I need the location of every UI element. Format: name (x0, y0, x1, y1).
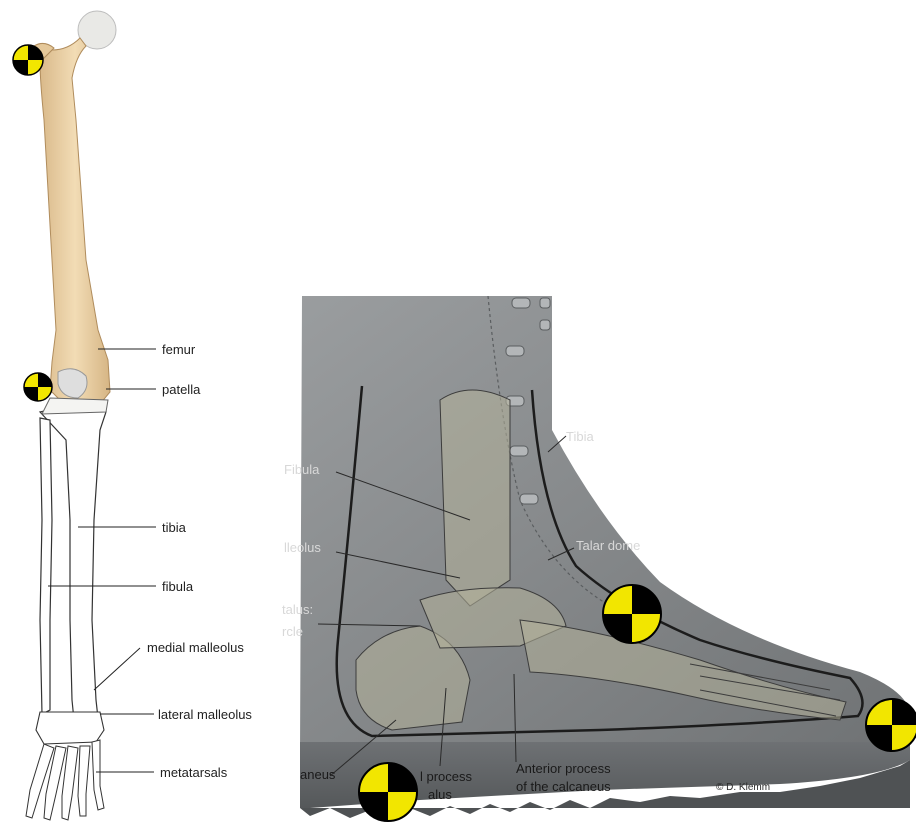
label-metatarsals: metatarsals (160, 765, 228, 780)
boot-label-talus-1: talus: (282, 602, 313, 617)
boot-tibia-bone (440, 390, 510, 606)
target-marker-ankle (603, 585, 661, 643)
label-femur: femur (162, 342, 196, 357)
label-fibula: fibula (162, 579, 194, 594)
target-marker-toe (866, 699, 916, 751)
boot-label-process-1: l process (420, 769, 473, 784)
boot-illustration: Tibia Fibula lleolus talus: rcle Talar d… (282, 296, 910, 818)
label-medial-malleolus: medial malleolus (147, 640, 244, 655)
boot-label-calcaneus: aneus (300, 767, 336, 782)
label-lateral-malleolus: lateral malleolus (158, 707, 252, 722)
boot-credit: © D. Klemm (716, 782, 770, 793)
label-tibia: tibia (162, 520, 187, 535)
label-patella: patella (162, 382, 201, 397)
boot-label-anterior-1: Anterior process (516, 761, 611, 776)
target-marker-hip (13, 45, 43, 75)
ankle-bones (36, 712, 104, 744)
leg-skeleton (26, 11, 116, 820)
boot-label-process-2: alus (428, 787, 452, 802)
knee-joint (42, 398, 108, 414)
boot-label-malleolus: lleolus (284, 540, 321, 555)
boot-label-talar-dome: Talar dome (576, 538, 640, 553)
boot-label-talus-2: rcle (282, 624, 303, 639)
boot-label-tibia: Tibia (566, 429, 594, 444)
foot-bones (26, 740, 104, 820)
target-marker-heel (359, 763, 417, 821)
fibula-bone (40, 418, 52, 714)
boot-label-fibula: Fibula (284, 462, 320, 477)
boot-label-anterior-2: of the calcaneus (516, 779, 611, 794)
target-marker-knee (24, 373, 52, 401)
